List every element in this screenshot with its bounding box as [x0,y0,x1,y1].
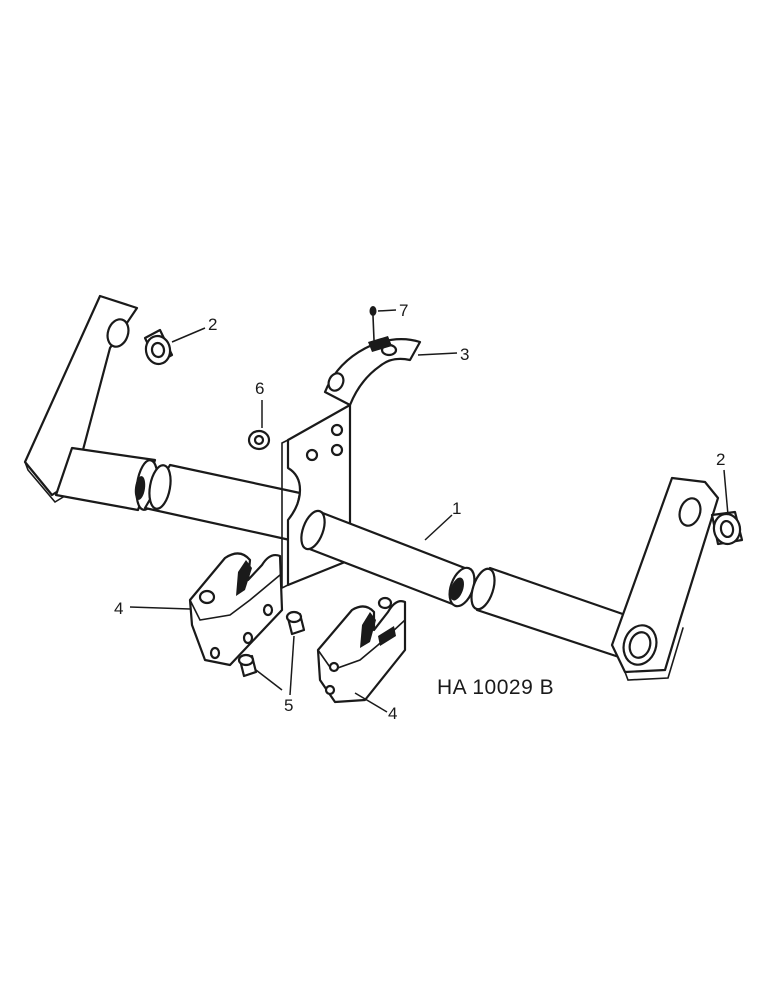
leader-2-left [171,327,206,343]
leader-7 [377,309,397,312]
leader-4-left [129,606,191,610]
left-tube-segment [54,446,159,512]
grease-fitting-7 [369,306,377,341]
callout-3: 3 [460,345,469,364]
leader-3 [417,352,458,356]
upper-clamp-3 [323,336,422,407]
lower-clamp-right-4 [316,596,407,704]
dowel-pins-5 [237,610,306,678]
callout-2-right: 2 [716,450,725,469]
callout-5: 5 [284,696,293,715]
leader-2-right [723,469,729,516]
callout-4-left: 4 [114,599,123,618]
leader-4-right [354,692,388,713]
leader-5-a [289,635,295,696]
bushing-left [143,328,174,366]
leader-1 [424,514,453,541]
callout-7: 7 [399,301,408,320]
lower-clamp-left-4 [188,552,284,667]
callout-2-left: 2 [208,315,217,334]
right-arm [610,476,720,681]
callout-1: 1 [452,499,461,518]
leader-lines [129,309,729,713]
bushing-right [710,510,744,546]
leader-5-b [255,669,283,691]
right-tube-segment [470,566,642,662]
callout-4-right: 4 [388,704,397,723]
middle-tube-segment [143,463,302,542]
drawing-id: HA 10029 B [437,676,554,699]
center-tube [300,509,476,608]
callout-6: 6 [255,379,264,398]
small-bushing-6 [247,429,271,451]
left-arm [23,294,139,504]
